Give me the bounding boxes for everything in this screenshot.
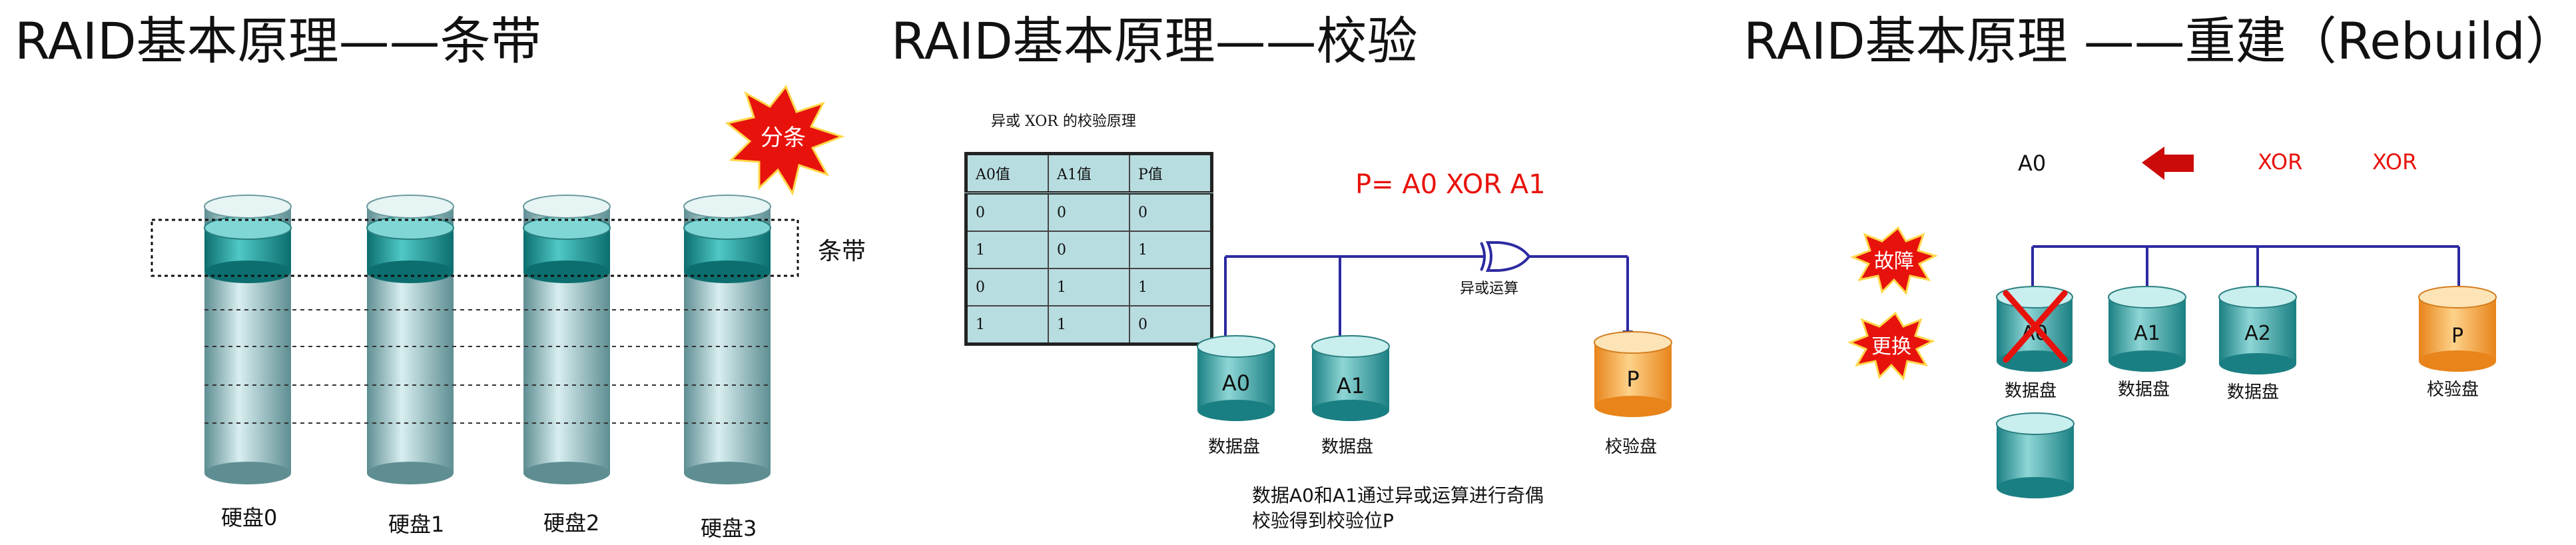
slide-title: RAID基本原理——校验 [891,11,1418,71]
disk-3-label: 硬盘3 [701,516,757,541]
table-cell: 0 [1048,231,1130,269]
stripe-burst-icon: 分条 [725,85,845,196]
xor-table-caption: 异或 XOR 的校验原理 [991,113,1136,130]
xor-truth-table: A0值 A1值 P值 0 0 0 1 0 1 0 1 1 1 1 0 [964,152,1213,346]
parity-note-line-2: 校验得到校验位P [1252,510,1394,532]
slide-parity: RAID基本原理——校验 异或 XOR 的校验原理 A0值 A1值 P值 0 0… [866,0,1732,545]
slide-rebuild: RAID基本原理 ——重建（Rebuild） A0 XOR XOR 故障 更换 … [1732,0,2576,545]
table-cell: 0 [965,268,1049,306]
disk-0-label: 硬盘0 [221,505,278,530]
disk-a1: A1 [2108,286,2186,372]
table-header-cell: P值 [1129,153,1213,195]
fault-burst-icon: 故障 [1849,226,1939,296]
disk-0 [204,195,292,484]
disk-1 [366,195,454,484]
disk-a2: A2 [2218,286,2297,374]
table-header-cell: A1值 [1048,153,1130,195]
stripe-burst-label: 分条 [761,125,806,151]
disk-a0: A0 [1197,335,1275,421]
disk-parity-caption: 校验盘 [1605,437,1658,457]
disk-parity-caption: 校验盘 [2427,380,2479,400]
table-cell: 1 [1048,268,1130,306]
slide-stripe: RAID基本原理——条带 分条 [0,0,866,545]
parity-diagram: 异或运算 A0 A1 P [1197,241,1672,421]
table-cell: 0 [1129,192,1213,232]
disk-parity: P [2418,286,2497,372]
disk-cylinders [204,195,771,484]
disk-name: A1 [1337,373,1365,398]
disk-name: P [2451,324,2463,348]
fault-label: 故障 [1874,250,1914,273]
disk-a0-caption: 数据盘 [2005,381,2057,401]
stripe-diagram: 分条 [151,85,845,484]
disk-a1: A1 [1311,335,1390,421]
xor-gate-label: 异或运算 [1460,280,1518,297]
xor-gate-icon [1480,241,1531,272]
replacement-disk [1996,412,2075,498]
table-cell: 1 [1048,305,1130,345]
disk-a2-caption: 数据盘 [2227,382,2280,402]
slide-title: RAID基本原理 ——重建（Rebuild） [1744,11,2576,71]
failed-cross-icon [2003,290,2068,363]
table-cell: 0 [1129,305,1213,345]
disk-a0-failed: A0 [1996,286,2073,372]
slide-title: RAID基本原理——条带 [15,11,541,71]
disk-name: A0 [1222,370,1250,396]
table-cell: 1 [965,305,1049,345]
table-header-row: A0值 A1值 P值 [965,153,1213,195]
disk-2 [523,195,611,484]
xor-label-1: XOR [2258,149,2303,175]
a0-label: A0 [2018,151,2047,176]
parity-note-line-1: 数据A0和A1通过异或运算进行奇偶 [1252,484,1544,506]
table-cell: 1 [1129,231,1213,269]
disk-parity: P [1594,331,1672,417]
table-row: 0 1 1 [965,268,1213,306]
table-cell: 1 [965,231,1049,269]
table-cell: 0 [965,192,1049,232]
table-row: 0 0 0 [965,192,1213,232]
disk-1-label: 硬盘1 [388,512,445,537]
disk-name: A1 [2134,322,2160,345]
xor-label-2: XOR [2372,149,2417,175]
parity-formula: P= A0 XOR A1 [1355,169,1546,200]
disk-a1-caption: 数据盘 [2118,380,2170,400]
stripe-divider-lines [204,309,771,424]
table-cell: 0 [1048,192,1130,232]
stripe-highlight-box [151,219,799,277]
rebuild-diagram: 故障 更换 A0 A1 [1847,147,2497,498]
table-cell: 1 [1129,268,1213,306]
rebuild-arrow-icon [2142,147,2194,180]
table-row: 1 1 0 [965,305,1213,345]
disk-2-label: 硬盘2 [543,510,600,536]
disk-a0-caption: 数据盘 [1208,437,1261,457]
replace-burst-icon: 更换 [1847,311,1936,381]
table-row: 1 0 1 [965,231,1213,269]
disk-3 [683,195,771,484]
replace-label: 更换 [1871,335,1911,358]
disk-a1-caption: 数据盘 [1321,437,1374,457]
stripe-label: 条带 [818,238,866,265]
table-header-cell: A0值 [965,153,1049,195]
disk-name: P [1626,366,1639,392]
data-bus-lines [2031,245,2460,293]
disk-name: A2 [2244,322,2271,345]
data-bus-lines [1224,255,1629,346]
